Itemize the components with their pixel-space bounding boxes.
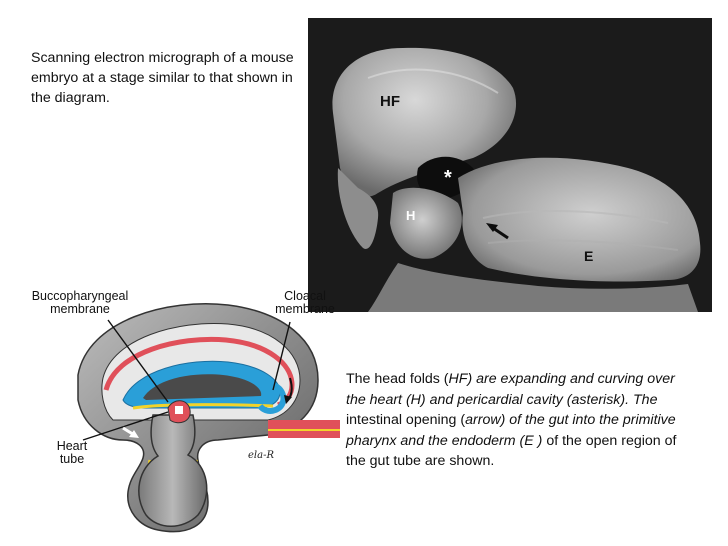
electron-micrograph: HF * H E bbox=[308, 18, 712, 312]
cloacal-pointer bbox=[272, 321, 291, 391]
label-cloacal-membrane: Cloacal membrane bbox=[275, 289, 335, 316]
label-hf: HF bbox=[380, 93, 400, 110]
label-buccopharyngeal-membrane: Buccopharyngeal membrane bbox=[31, 289, 129, 316]
heart-pointer bbox=[82, 411, 169, 441]
label-heart-tube: Heart tube bbox=[56, 439, 88, 466]
caption-bottom: The head folds (HF) are expanding and cu… bbox=[346, 371, 677, 470]
caption-top: Scanning electron micrograph of a mouse … bbox=[31, 50, 294, 106]
bucco-pointer bbox=[107, 319, 169, 403]
embryo-diagram: ela-R bbox=[77, 303, 340, 533]
signature: ela-R bbox=[248, 450, 274, 461]
label-asterisk: * bbox=[444, 167, 452, 189]
label-e: E bbox=[584, 248, 593, 264]
label-h: H bbox=[406, 208, 415, 223]
